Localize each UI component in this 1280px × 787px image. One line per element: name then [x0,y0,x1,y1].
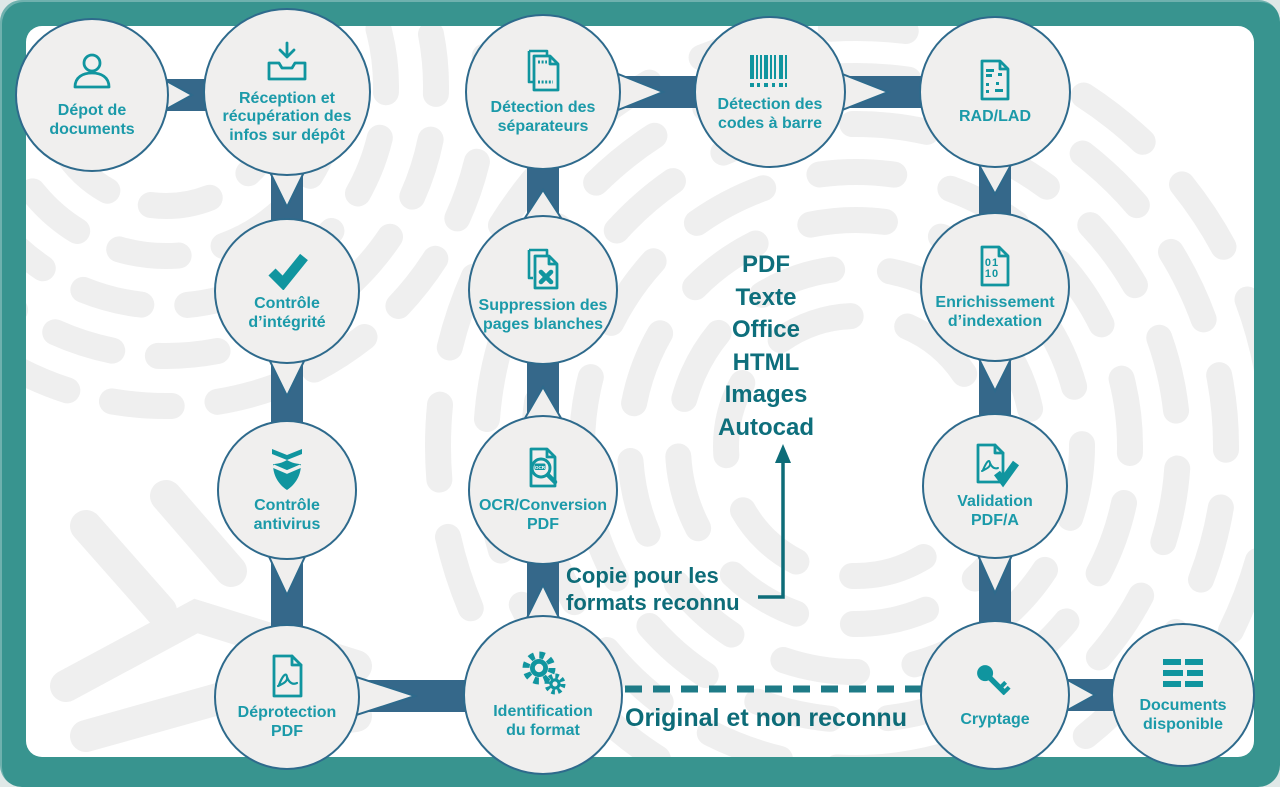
node-controle-antivirus: Contrôle antivirus [217,420,357,560]
checkmark-icon [264,250,310,291]
node-validation-pdfa: Validation PDF/A [922,413,1068,559]
node-detection-separateurs: Détection des séparateurs [465,14,621,170]
list-bars-icon [1160,656,1206,692]
node-detection-codes-barre: Détection des codes à barre [694,16,846,168]
node-label: Dépot de documents [49,101,135,138]
node-label: Réception et récupération des infos sur … [222,89,352,144]
binary-bottom-text: 10 [985,268,999,280]
format-item: HTML [732,348,800,376]
node-rad-lad: RAD/LAD [919,16,1071,168]
node-label: Enrichissement d’indexation [935,293,1055,330]
node-ocr-conversion-pdf: OCR OCR/Conversion PDF [468,415,618,565]
node-label: Détection des séparateurs [490,98,596,135]
pdf-document-icon [264,653,310,699]
node-cryptage: Cryptage [920,620,1070,770]
node-label: Détection des codes à barre [717,95,823,132]
binary-top-text: 01 [985,257,999,269]
node-label: Déprotection PDF [237,703,337,740]
node-deprotection-pdf: Déprotection PDF [214,624,360,770]
node-label: Suppression des pages blanches [478,296,608,333]
pages-separator-icon [520,48,566,94]
ocr-magnifier-icon: OCR [520,446,566,492]
inbox-download-icon [262,39,312,85]
copy-arrow [758,444,791,599]
original-note: Original et non reconnu [625,704,907,732]
format-item: PDF [742,251,790,278]
node-controle-integrite: Contrôle d’intégrité [214,218,360,364]
fingerprint-pattern [26,26,1254,757]
node-label: RAD/LAD [959,108,1031,126]
node-label: Cryptage [960,711,1030,729]
node-documents-disponible: Documents disponible [1111,623,1255,767]
format-item: Autocad [718,413,814,441]
dashed-line-identification-cryptage [625,685,923,693]
recognized-formats-list: PDF Texte Office HTML Images Autocad [646,249,886,444]
node-reception-infos: Réception et récupération des infos sur … [203,8,371,176]
shield-icon [264,446,310,492]
pages-delete-icon [520,246,566,292]
node-label: Documents disponible [1139,696,1227,733]
copy-note: Copie pour les formats reconnu [566,563,740,615]
node-label: Contrôle d’intégrité [248,294,326,331]
format-item: Texte [735,283,797,311]
node-enrichissement-indexation: 01 10 Enrichissement d’indexation [920,212,1070,362]
user-icon [69,51,115,97]
node-label: Validation PDF/A [957,492,1033,529]
format-item: Office [731,316,800,343]
format-item: Images [724,381,808,408]
binary-document-icon: 01 10 [972,243,1018,289]
node-label: OCR/Conversion PDF [478,496,607,533]
node-identification-format: Identification du format [463,615,623,775]
key-icon [972,660,1018,706]
document-form-icon [972,57,1018,103]
node-depot-documents: Dépot de documents [15,18,169,172]
node-label: Contrôle antivirus [253,496,321,533]
node-label: Identification du format [493,702,593,739]
ocr-badge-text: OCR [535,465,546,470]
content-card [26,26,1254,757]
barcode-icon [745,51,795,91]
node-suppression-pages-blanches: Suppression des pages blanches [468,215,618,365]
pdf-check-icon [970,442,1020,488]
gears-icon [519,650,567,698]
